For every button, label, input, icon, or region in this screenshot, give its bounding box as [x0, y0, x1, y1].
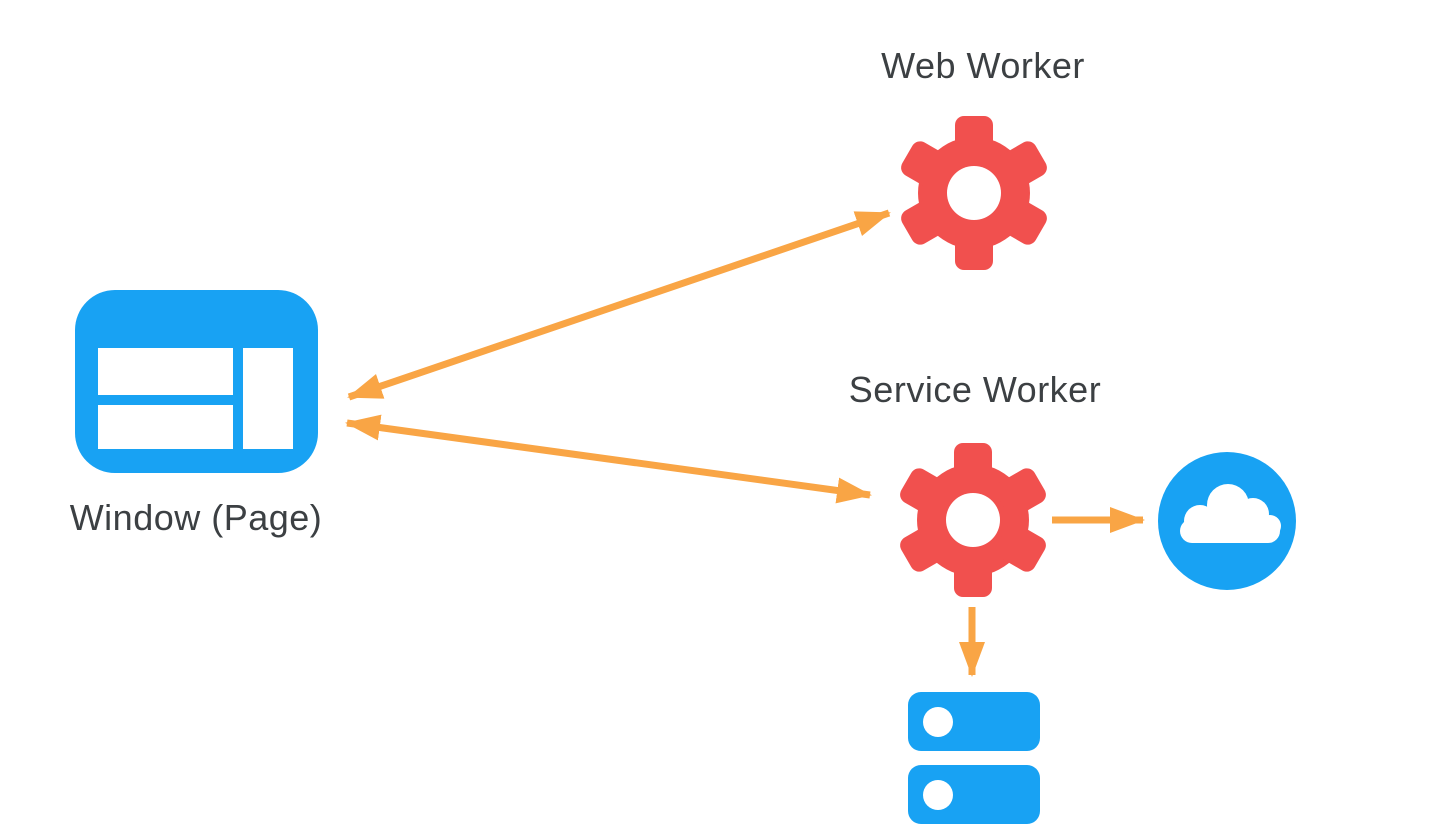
cloud-icon	[1158, 452, 1296, 590]
browser-content-block-top	[98, 348, 233, 395]
web-worker-label: Web Worker	[881, 45, 1085, 86]
cloud-glyph	[1180, 484, 1281, 543]
arrow-window-web-worker	[347, 209, 891, 401]
arrow-window-service-worker	[345, 414, 872, 504]
database-icon	[908, 692, 1040, 824]
browser-window-icon	[75, 290, 318, 473]
database-disk-top-light	[923, 707, 953, 737]
window-page-label: Window (Page)	[69, 497, 323, 538]
browser-sidebar-block	[243, 348, 293, 449]
gear-body-web-worker	[901, 116, 1047, 270]
browser-content-block-bottom	[98, 405, 233, 449]
gear-icon-service-worker	[900, 443, 1046, 597]
service-worker-label: Service Worker	[848, 369, 1102, 410]
database-disk-bottom-light	[923, 780, 953, 810]
edges	[345, 209, 1145, 677]
gear-icon-web-worker	[901, 116, 1047, 270]
gear-hole-web-worker	[947, 166, 1001, 220]
gear-hole-service-worker	[946, 493, 1000, 547]
